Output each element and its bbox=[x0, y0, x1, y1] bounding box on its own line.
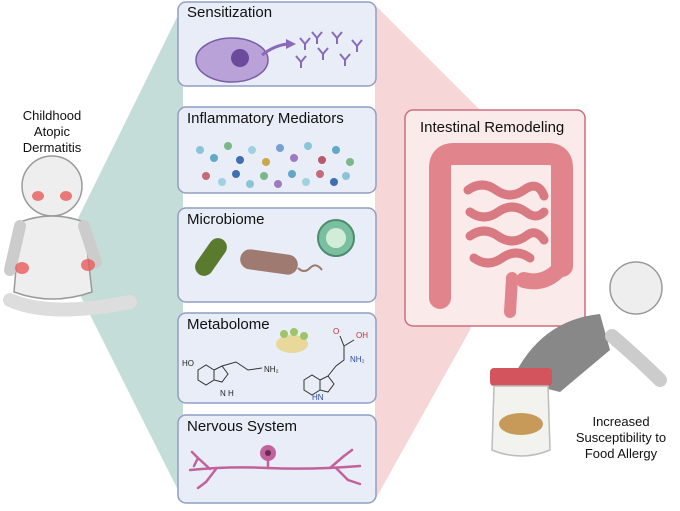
teal-wedge bbox=[60, 5, 183, 500]
childhood-atopic-dermatitis-label: Childhood Atopic Dermatitis bbox=[0, 108, 104, 156]
outcome-label-line: Increased bbox=[592, 414, 650, 429]
rash-cheek-right bbox=[60, 191, 72, 201]
serotonin-nh2-label: NH₂ bbox=[264, 365, 279, 374]
tryptophan-oh-label: OH bbox=[356, 331, 368, 340]
left-label-line: Childhood bbox=[22, 108, 82, 123]
serotonin-oh-label: HO bbox=[182, 359, 194, 368]
tryptophan-nh2-label: NH₂ bbox=[350, 355, 365, 364]
panel-title-sensitization: Sensitization bbox=[187, 4, 273, 21]
food-allergy-outcome-label: Increased Susceptibility to Food Allergy bbox=[562, 414, 680, 462]
rod-bacteria-icon bbox=[195, 238, 227, 276]
panel-microbiome bbox=[177, 207, 377, 303]
peanut-icon bbox=[499, 413, 543, 435]
panel-inflammatory-mediators bbox=[177, 106, 377, 194]
rash-cheek-left bbox=[32, 191, 44, 201]
left-label-line: Atopic bbox=[33, 124, 71, 139]
antibody-icons bbox=[295, 31, 363, 68]
rash-arm-left bbox=[15, 262, 29, 274]
tryptophan-structure-icon bbox=[303, 335, 355, 396]
secretion-arrow-icon bbox=[261, 42, 289, 57]
adult-head-icon bbox=[609, 261, 663, 315]
mediator-dots-icon bbox=[196, 142, 354, 188]
panel-title-metabolome: Metabolome bbox=[187, 316, 270, 333]
child-head-icon bbox=[21, 155, 83, 217]
small-intestine-icon bbox=[463, 180, 549, 268]
outcome-label-line: Food Allergy bbox=[584, 446, 658, 461]
serotonin-nh-label: N H bbox=[220, 389, 234, 398]
rash-arm-right bbox=[81, 259, 95, 271]
child-figure bbox=[3, 155, 137, 317]
intestinal-remodeling-title: Intestinal Remodeling bbox=[420, 119, 565, 136]
panel-nervous-system bbox=[177, 414, 377, 504]
child-body-icon bbox=[13, 215, 93, 300]
neuron-icon bbox=[188, 448, 362, 490]
intestinal-remodeling-box bbox=[404, 109, 586, 327]
outcome-label-line: Susceptibility to bbox=[575, 430, 667, 445]
tryptophan-hn-label: HN bbox=[312, 393, 324, 402]
panel-metabolome: HO NH₂ N H O OH NH₂ HN bbox=[177, 312, 377, 404]
left-label-line: Dermatitis bbox=[22, 140, 82, 155]
panel-title-nervous-system: Nervous System bbox=[187, 418, 298, 435]
tryptophan-o-label: O bbox=[333, 327, 339, 336]
panel-title-microbiome: Microbiome bbox=[187, 211, 265, 228]
panel-sensitization bbox=[177, 1, 377, 87]
peanut-jar-icon bbox=[490, 368, 552, 457]
flagellated-bacteria-icon bbox=[240, 249, 298, 275]
serotonin-structure-icon bbox=[197, 361, 263, 386]
large-intestine-icon bbox=[429, 143, 573, 309]
panel-title-inflammatory-mediators: Inflammatory Mediators bbox=[187, 110, 344, 127]
metabolite-cluster-icon bbox=[276, 335, 308, 353]
cell-nucleus-icon bbox=[231, 49, 249, 67]
